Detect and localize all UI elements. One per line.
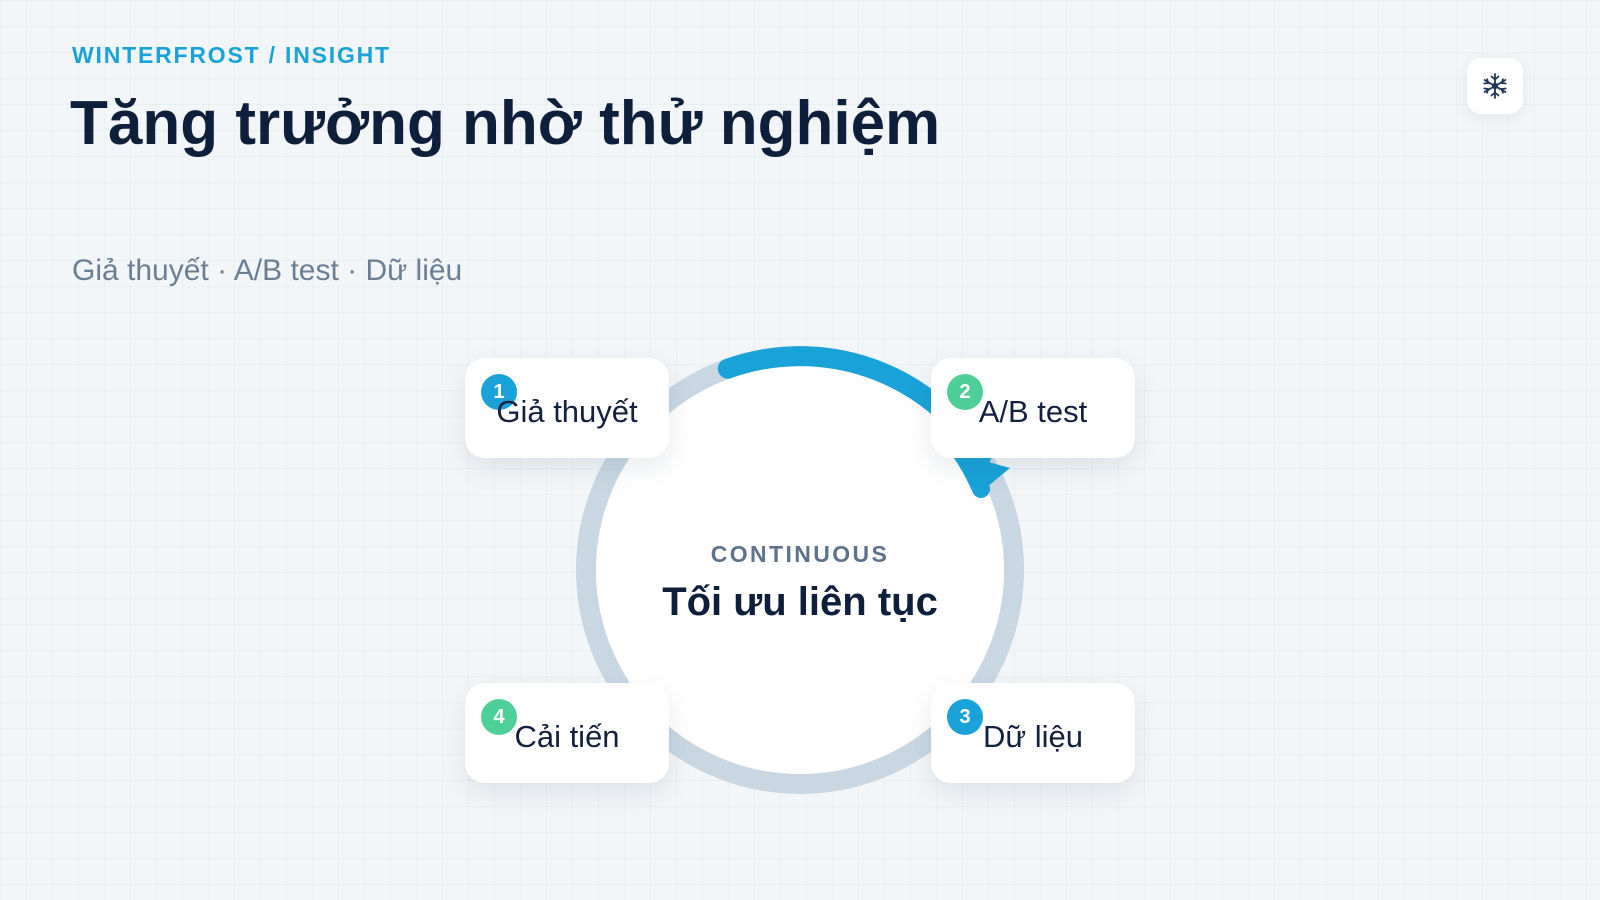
center-disc xyxy=(596,366,1004,774)
step-label: Giả thuyết xyxy=(496,394,638,429)
brand-eyebrow: WINTERFROST / INSIGHT xyxy=(72,42,391,68)
page-title: Tăng trưởng nhờ thử nghiệm xyxy=(70,89,941,158)
step-number-badge: 1 xyxy=(481,374,517,410)
snowflake-icon xyxy=(1483,73,1507,99)
center-eyebrow: CONTINUOUS xyxy=(710,541,890,567)
logo-badge xyxy=(1467,58,1523,114)
step-label: Dữ liệu xyxy=(982,719,1083,754)
step-number-badge: 2 xyxy=(947,374,983,410)
step-label: A/B test xyxy=(978,394,1088,429)
step-number-badge: 4 xyxy=(481,699,517,735)
step-card-data[interactable]: 3 Dữ liệu xyxy=(931,683,1135,783)
step-label: Cải tiến xyxy=(514,719,620,754)
center-title: Tối ưu liên tục xyxy=(662,580,938,624)
page-subtitle: Giả thuyết · A/B test · Dữ liệu xyxy=(72,254,463,287)
step-card-improvement[interactable]: 4 Cải tiến xyxy=(465,683,669,783)
arrowhead-icon xyxy=(952,452,1010,492)
step-number-badge: 3 xyxy=(947,699,983,735)
step-card-ab-test[interactable]: 2 A/B test xyxy=(931,358,1135,458)
step-card-hypothesis[interactable]: 1 Giả thuyết xyxy=(465,358,669,458)
